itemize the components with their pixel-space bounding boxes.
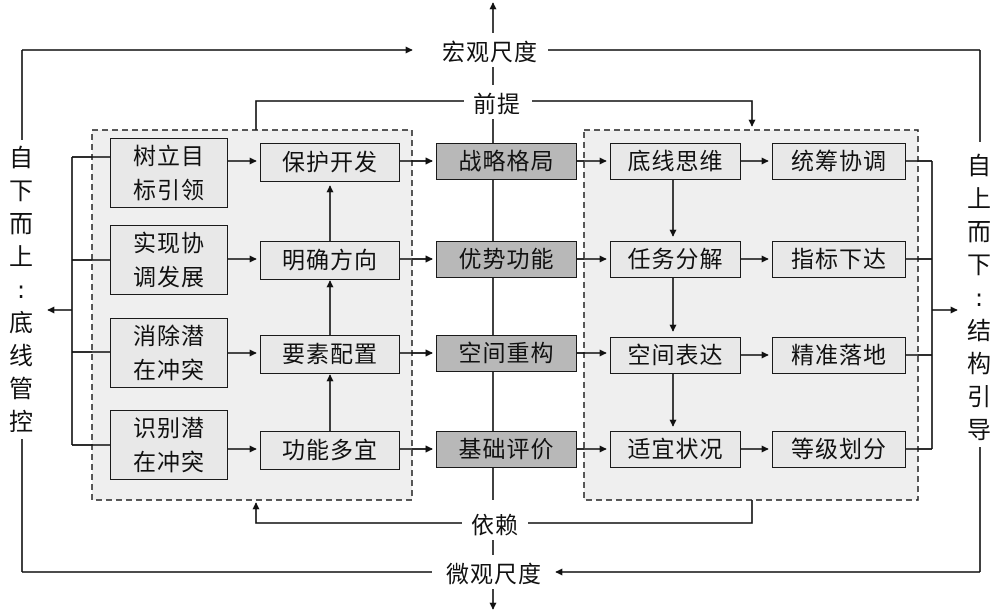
- left-col2-node-1: 保护开发: [260, 143, 400, 182]
- right-col1-node-1: 底线思维: [610, 143, 741, 180]
- right-col1-node-3: 空间表达: [610, 337, 741, 374]
- left-col1-node-2: 实现协 调发展: [110, 225, 228, 295]
- top-down-label: 自 上 而 下 : 结 构 引 导: [963, 150, 995, 447]
- macro-scale-label: 宏观尺度: [438, 33, 542, 67]
- dependency-label: 依赖: [467, 506, 523, 540]
- right-col2-node-2: 指标下达: [772, 241, 906, 278]
- right-col2-node-3: 精准落地: [772, 337, 906, 374]
- center-node-1: 战略格局: [436, 143, 577, 180]
- left-col2-node-2: 明确方向: [260, 241, 400, 280]
- left-col1-node-1: 树立目 标引领: [110, 138, 228, 208]
- center-node-3: 空间重构: [436, 335, 577, 372]
- right-col1-node-2: 任务分解: [610, 241, 741, 278]
- right-col1-node-4: 适宜状况: [610, 431, 741, 468]
- bottom-up-label: 自 下 而 上 : 底 线 管 控: [5, 142, 37, 439]
- left-col1-node-4: 识别潜 在冲突: [110, 410, 228, 480]
- left-col2-node-3: 要素配置: [260, 335, 400, 374]
- premise-label: 前提: [469, 85, 525, 119]
- center-node-4: 基础评价: [436, 431, 577, 468]
- premise-left-line: [255, 100, 464, 130]
- micro-scale-label: 微观尺度: [442, 555, 546, 589]
- left-col1-node-3: 消除潜 在冲突: [110, 318, 228, 388]
- right-col2-node-4: 等级划分: [772, 431, 906, 468]
- dependency-right-line: [528, 500, 753, 524]
- premise-right-arrow: [532, 100, 756, 127]
- right-col2-node-1: 统筹协调: [772, 143, 906, 180]
- dependency-left-arrow: [252, 502, 462, 524]
- left-col2-node-4: 功能多宜: [260, 431, 400, 470]
- center-node-2: 优势功能: [436, 241, 577, 278]
